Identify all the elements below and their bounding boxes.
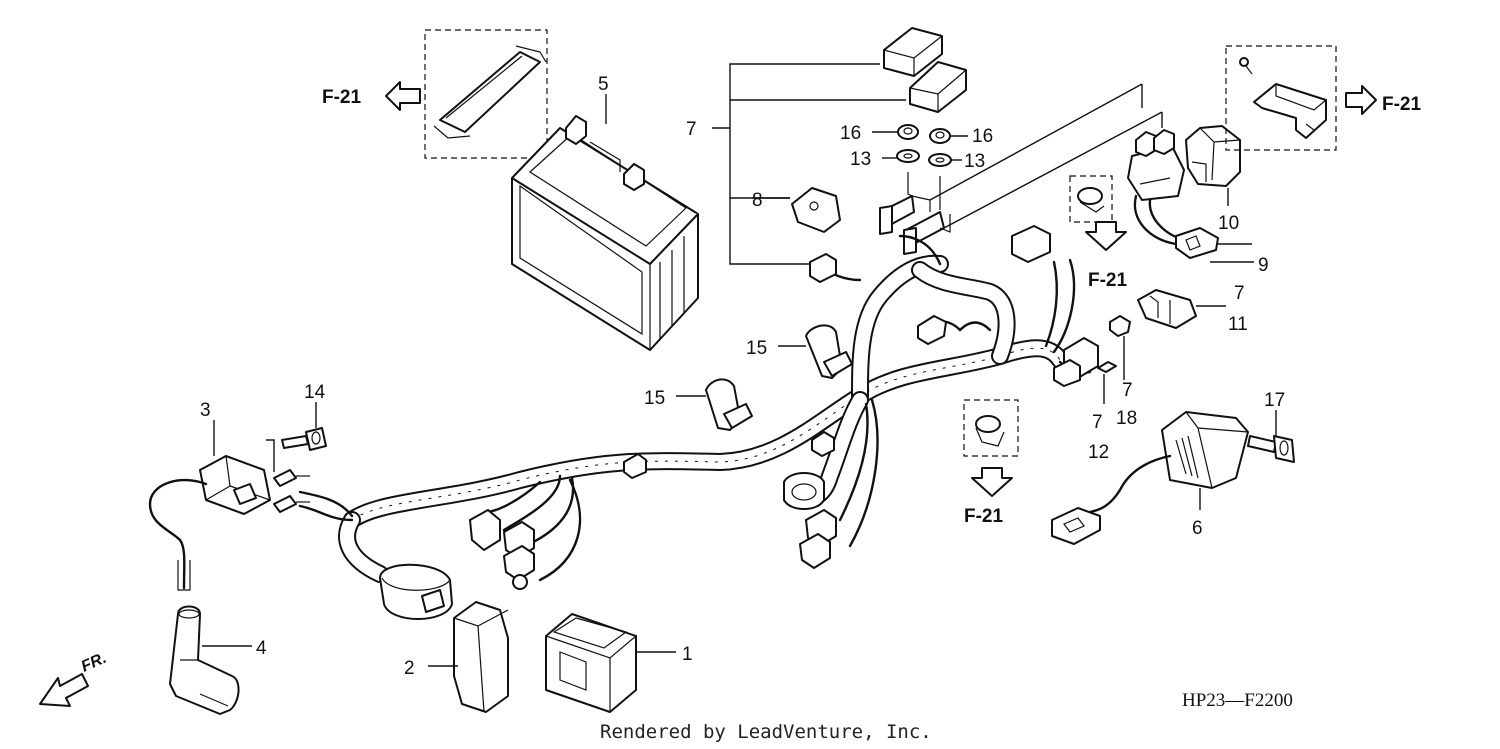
callout-16-right: 16 <box>972 126 993 147</box>
clip-detail-lower <box>963 399 1019 457</box>
front-marker-label: FR. <box>79 650 109 676</box>
clip-detail-upper <box>1069 175 1113 223</box>
coupler-round <box>379 563 453 620</box>
callout-8: 8 <box>752 190 763 211</box>
callout-7-eighteen: 7 <box>1122 380 1133 401</box>
callout-5: 5 <box>598 74 609 95</box>
nut-16-right <box>929 128 951 144</box>
cdi-unit <box>453 601 509 713</box>
ignition-coil <box>148 455 271 591</box>
callout-11: 11 <box>1228 314 1248 335</box>
callout-7-eleven: 7 <box>1234 283 1245 304</box>
terminal-18 <box>1109 315 1131 337</box>
terminal-cover-lower <box>909 61 967 113</box>
ref-arrow-down-upper <box>1085 221 1127 251</box>
terminal-12 <box>1097 361 1117 373</box>
coil-terminals <box>273 469 310 513</box>
fuse-box-cover <box>545 613 637 713</box>
callout-7-bracket <box>712 63 906 265</box>
washer-13-left <box>896 149 920 163</box>
callout-6: 6 <box>1192 518 1203 539</box>
callout-18: 18 <box>1116 408 1137 429</box>
battery <box>511 115 699 351</box>
main-wire-harness <box>298 234 1092 583</box>
callout-14: 14 <box>304 382 326 403</box>
nut-16-left <box>897 124 919 140</box>
callout-9: 9 <box>1258 255 1269 276</box>
harness-connectors <box>469 225 1099 590</box>
callout-7-top: 7 <box>686 119 697 140</box>
callout-13-right: 13 <box>964 151 985 172</box>
ref-label-f21-left: F-21 <box>322 87 362 108</box>
relay-bracket-detail <box>1225 45 1337 151</box>
terminal-cap <box>791 187 841 233</box>
callout-2: 2 <box>404 658 415 679</box>
relay-connector-9 <box>1175 227 1219 259</box>
battery-strap-detail <box>424 29 548 159</box>
bolt-14 <box>281 427 327 451</box>
ref-label-f21-upper: F-21 <box>1088 270 1128 291</box>
callout-10: 10 <box>1218 213 1239 234</box>
washer-13-right <box>928 153 952 167</box>
callout-4: 4 <box>256 638 267 659</box>
harness-terminals-top <box>879 172 951 255</box>
regulator-rectifier <box>1088 411 1249 514</box>
band-15-upper <box>805 324 853 379</box>
regulator-connector <box>1051 507 1101 545</box>
bolt-17 <box>1247 435 1295 463</box>
callout-17: 17 <box>1264 390 1285 411</box>
ref-arrow-left <box>385 81 421 111</box>
connector-11 <box>1137 289 1197 329</box>
credit-text: Rendered by LeadVenture, Inc. <box>600 721 932 743</box>
ref-label-f21-right: F-21 <box>1382 94 1422 115</box>
callout-7-twelve: 7 <box>1092 412 1103 433</box>
terminal-cover-upper <box>883 27 943 77</box>
callout-15-upper: 15 <box>746 338 767 359</box>
front-arrow <box>39 673 89 707</box>
relay-cover <box>1185 125 1241 187</box>
ref-label-f21-lower: F-21 <box>964 506 1004 527</box>
callout-12: 12 <box>1088 442 1109 463</box>
ref-arrow-down-lower <box>971 467 1013 497</box>
starter-relay <box>1127 129 1186 246</box>
diagram-code: HP23—F2200 <box>1182 690 1293 711</box>
callout-3: 3 <box>200 400 211 421</box>
callout-15-lower: 15 <box>644 388 665 409</box>
callout-16-left: 16 <box>840 123 861 144</box>
callout-13-left: 13 <box>850 149 871 170</box>
spark-plug-cap <box>169 605 240 715</box>
ref-arrow-right <box>1345 85 1377 115</box>
band-15-lower <box>705 378 753 431</box>
callout-1: 1 <box>682 644 693 665</box>
